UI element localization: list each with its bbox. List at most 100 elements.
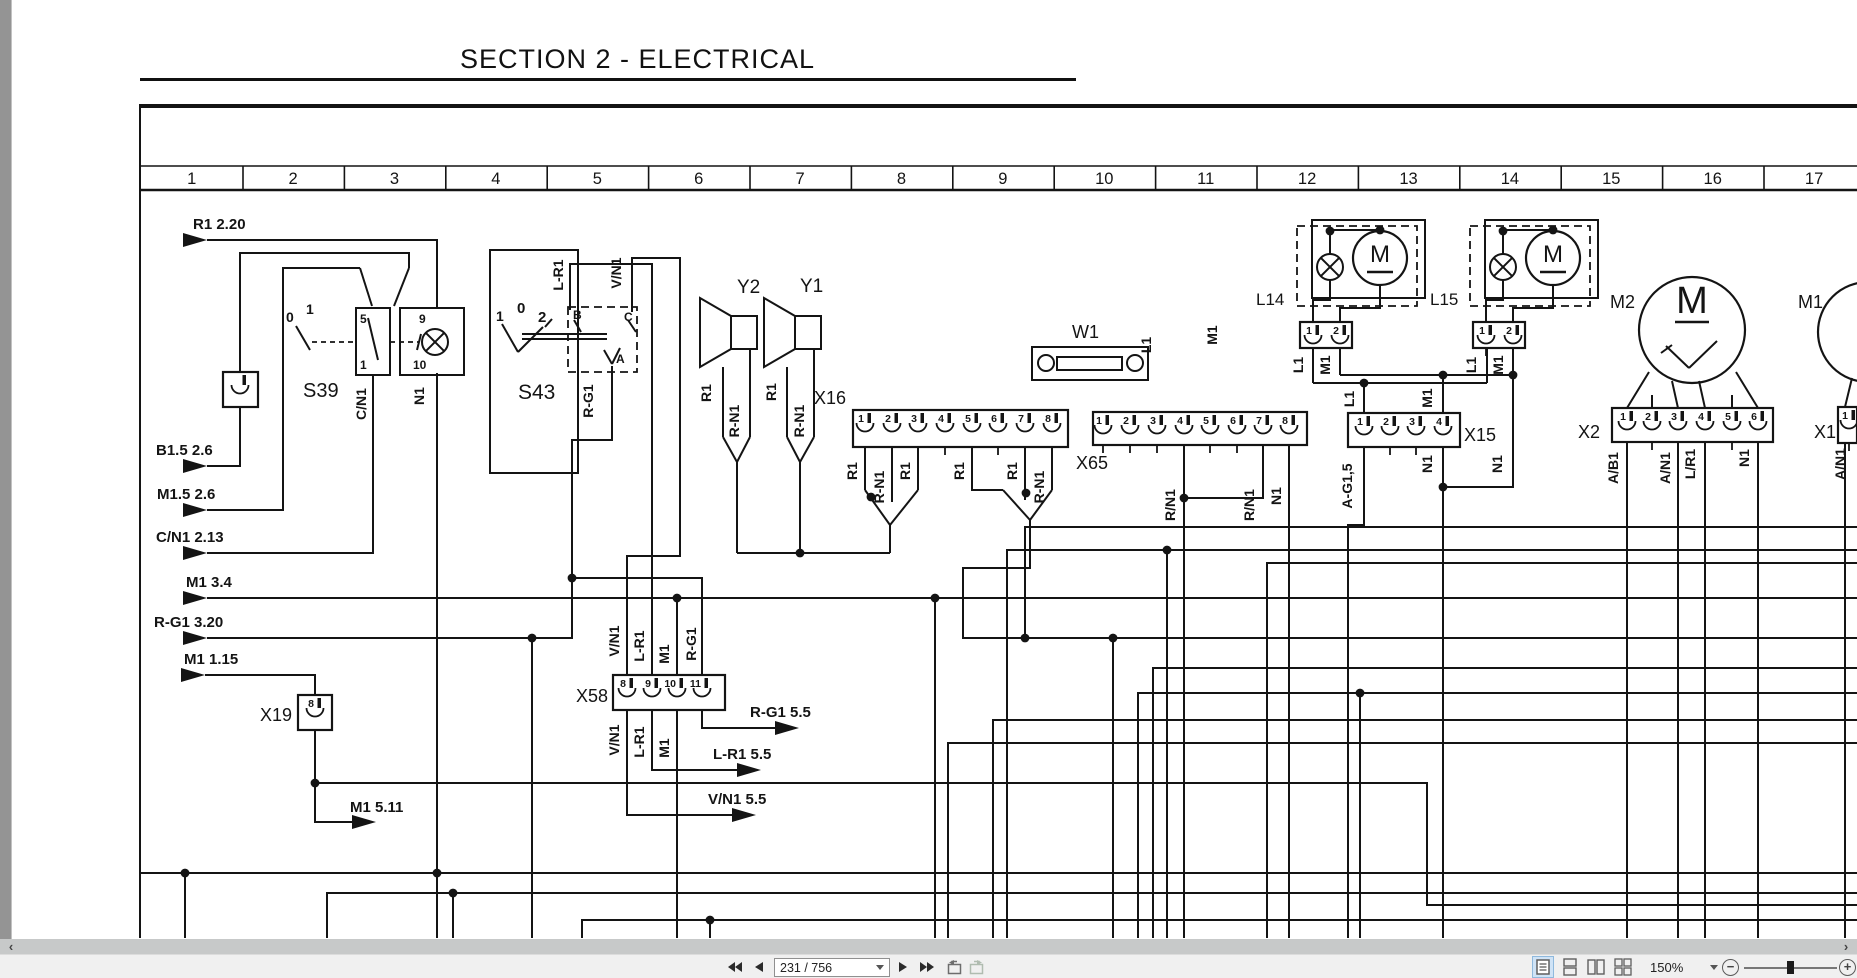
grid-column-number: 1: [187, 170, 196, 188]
wire: [1152, 667, 1857, 938]
pin-tick: [1851, 410, 1855, 420]
zoom-slider-handle[interactable]: [1787, 961, 1794, 974]
reference-arrow: [183, 459, 207, 473]
pin-tick: [1132, 415, 1136, 425]
two-page-layout-button[interactable]: [1585, 956, 1607, 978]
pin-tick: [679, 678, 683, 688]
wire-label: R/N1: [1241, 489, 1257, 521]
pin-number: 5: [1203, 415, 1209, 427]
grid-column-number: 11: [1197, 170, 1214, 188]
reference-arrow: [732, 808, 756, 822]
wire: [1029, 489, 1053, 521]
motor-icon: [1816, 282, 1857, 382]
symbol-line: [295, 325, 311, 351]
previous-view-button[interactable]: [943, 958, 963, 976]
symbol-line: [1844, 377, 1853, 408]
zoom-dropdown-caret[interactable]: [1708, 958, 1720, 976]
pin-tick: [1515, 325, 1519, 335]
wire-label: R1: [844, 462, 860, 480]
grid-column-number: 13: [1399, 170, 1417, 188]
previous-page-button[interactable]: [752, 958, 766, 976]
wire: [1024, 526, 1857, 638]
horizontal-scrollbar[interactable]: ‹ ›: [0, 939, 1857, 954]
zoom-out-button[interactable]: −: [1722, 959, 1739, 976]
component-label: L15: [1430, 290, 1458, 309]
component-label: L14: [1256, 290, 1284, 309]
grid-column-number: 10: [1095, 170, 1113, 188]
grid-column-number: 3: [390, 170, 399, 188]
connector-X1: [1836, 405, 1857, 445]
wire-label: L1: [1341, 391, 1357, 408]
wire: [1339, 285, 1381, 322]
pin-number: 3: [1671, 411, 1677, 423]
reference-arrow: [183, 591, 207, 605]
grid-column-number: 12: [1298, 170, 1316, 188]
wire: [315, 782, 1857, 906]
zoom-level-label[interactable]: 150%: [1650, 960, 1684, 975]
wire-label: R-N1: [1031, 470, 1047, 503]
pin-tick: [1027, 413, 1031, 423]
pin-socket: [855, 422, 875, 433]
wire-label: M1: [656, 644, 672, 664]
pin-tick: [317, 698, 321, 708]
pin-number: 8: [1045, 413, 1051, 425]
connector-X2: [1610, 406, 1775, 444]
pin-socket: [1227, 424, 1247, 435]
pin-tick: [1629, 411, 1633, 421]
symbol-line: [1626, 371, 1650, 409]
zoom-in-button[interactable]: +: [1839, 959, 1856, 976]
pin-number: 8: [308, 698, 314, 710]
scroll-right-arrow[interactable]: ›: [1843, 939, 1849, 954]
wire-label: N1: [411, 387, 427, 405]
junction-dot: [705, 915, 715, 925]
wire-label: A-G1,5: [1339, 463, 1355, 508]
component-label: S43: [518, 381, 555, 404]
junction-dot: [1020, 633, 1030, 643]
symbol-line: [1688, 340, 1718, 369]
grid-column-number: 17: [1805, 170, 1823, 188]
single-page-layout-button[interactable]: [1532, 956, 1554, 978]
symbol-line: [1735, 371, 1759, 409]
scroll-left-arrow[interactable]: ‹: [8, 939, 14, 954]
wire-label: R1: [1004, 462, 1020, 480]
two-page-scroll-layout-button[interactable]: [1612, 956, 1634, 978]
pin-number: 1: [1357, 416, 1363, 428]
pin-socket: [1748, 420, 1768, 431]
junction-dot: [310, 778, 320, 788]
page-number-input[interactable]: [775, 959, 874, 976]
pin-number: 6: [1751, 411, 1757, 423]
contact-label: C: [624, 310, 633, 324]
component-box: [489, 249, 579, 474]
wire-label: M1: [1419, 388, 1435, 408]
wire: [1347, 447, 1365, 938]
next-view-button[interactable]: [968, 958, 988, 976]
connector-X15: [1346, 411, 1462, 449]
pin-socket: [1433, 425, 1453, 436]
pin-tick: [1212, 415, 1216, 425]
next-page-button[interactable]: [896, 958, 910, 976]
contact-label: 1: [360, 358, 367, 372]
continuous-scroll-layout-button[interactable]: [1559, 956, 1581, 978]
pin-socket: [1380, 425, 1400, 436]
pin-number: 4: [1436, 416, 1442, 428]
wire-label: R-N1: [871, 470, 887, 503]
pin-number: 7: [1018, 413, 1024, 425]
last-page-button[interactable]: [917, 958, 937, 976]
wire-label: L-R1: [631, 726, 647, 757]
first-page-button[interactable]: [725, 958, 745, 976]
component-label: X1: [1814, 422, 1836, 442]
wire: [1006, 549, 1857, 938]
wire: [207, 407, 241, 467]
wire: [1184, 445, 1264, 499]
pin-number: 6: [991, 413, 997, 425]
junction-dot: [672, 593, 682, 603]
pin-tick: [1680, 411, 1684, 421]
grid-column-number: 5: [593, 170, 602, 188]
wire: [1137, 692, 1857, 938]
horn-icon: [794, 315, 822, 350]
page-dropdown-caret[interactable]: [876, 965, 884, 970]
wire: [1485, 280, 1504, 322]
connector-X19: [296, 693, 334, 732]
contact-label: 0: [286, 309, 294, 325]
pin-socket: [617, 687, 637, 698]
